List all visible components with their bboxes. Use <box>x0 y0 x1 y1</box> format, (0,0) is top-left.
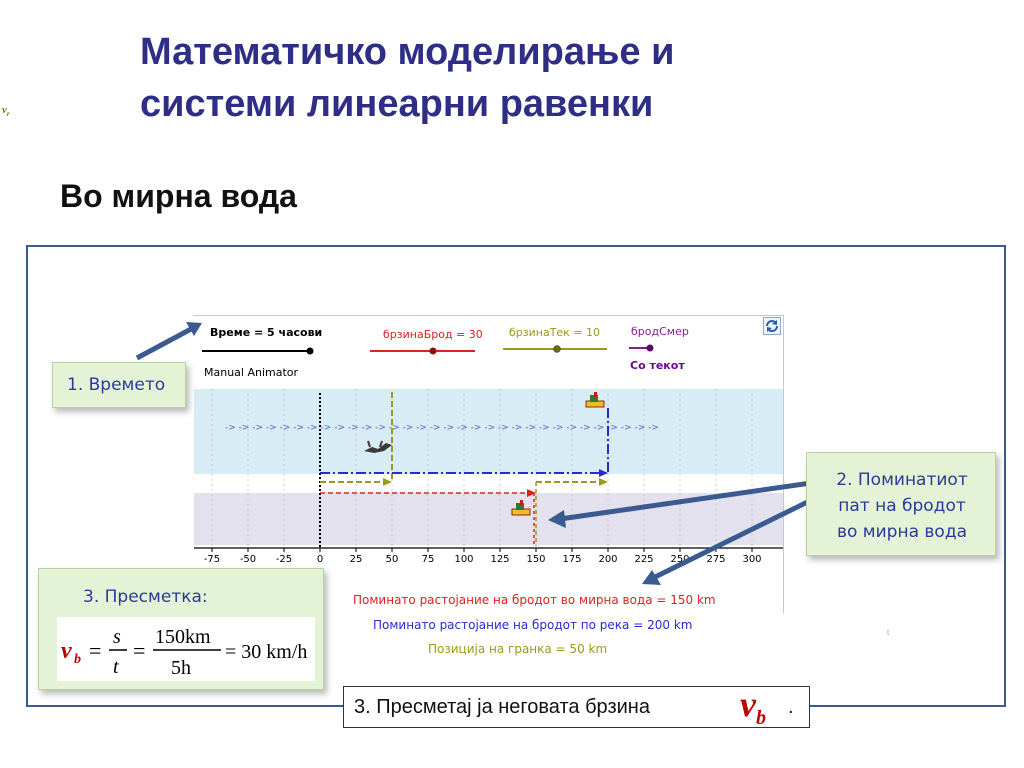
formula-result: = 30 km/h <box>225 641 307 663</box>
callout-path: 2. Поминатиот пат на бродот во мирна вод… <box>806 452 996 556</box>
axis-tick-label: 150 <box>526 554 545 565</box>
task-var-sub: b <box>755 707 766 730</box>
callout-time: 1. Времето <box>52 362 186 408</box>
still-water-distance: Поминато растојание на бродот во мирна в… <box>353 593 716 607</box>
formula-den-2: 5h <box>171 657 191 679</box>
axis-tick-label: 100 <box>454 554 473 565</box>
axis-tick-label: 0 <box>317 554 323 565</box>
formula-num-2: 150km <box>155 626 211 648</box>
direction-label: бродСмер <box>631 325 689 338</box>
boat-icon <box>511 500 531 516</box>
time-slider-mode: Manual Animator <box>204 366 299 379</box>
title-line-1: Математичко моделирање и <box>140 31 675 73</box>
formula: v b = s t = 150km 5h = 30 km/h <box>57 617 315 681</box>
boat-icon <box>585 392 605 408</box>
task-var-letter: v <box>740 684 756 724</box>
callout-path-line-1: 2. Поминатиот <box>836 470 968 490</box>
task-variable: vb <box>740 683 766 730</box>
time-slider-handle[interactable] <box>306 347 314 355</box>
callout-path-line-3: во мирна вода <box>836 522 967 542</box>
current-speed-slider-handle[interactable] <box>553 345 561 353</box>
axis-tick-label: -50 <box>240 554 256 565</box>
axis-ticks: -75 -50 -25 0 25 50 75 100 125 150 175 200 225 250 275… <box>204 548 762 565</box>
axis-tick-label: 300 <box>742 554 761 565</box>
formula-lhs: v <box>61 638 72 664</box>
callout-time-text: 1. Времето <box>67 375 166 395</box>
axis-tick-label: -25 <box>276 554 292 565</box>
arrow-head <box>599 469 608 477</box>
axis-tick-label: 50 <box>386 554 399 565</box>
stray-mark: t <box>887 628 890 637</box>
formula-eq-2: = <box>133 638 145 663</box>
boat-speed-label: брзинаБрод = 30 <box>383 328 483 341</box>
axis-tick-label: 200 <box>598 554 617 565</box>
motion-paths <box>320 392 609 546</box>
axis-tick-label: 75 <box>422 554 435 565</box>
refresh-icon[interactable] <box>763 317 781 335</box>
axis-tick-label: 125 <box>490 554 509 565</box>
axis-tick-label: 225 <box>634 554 653 565</box>
callout-path-line-2: пат на бродот <box>838 496 966 516</box>
branch-position: Позиција на гранка = 50 km <box>428 642 608 656</box>
boat-speed-slider-handle[interactable] <box>429 347 437 355</box>
formula-drawing: v b = s t = 150km 5h = 30 km/h <box>61 626 307 679</box>
river-distance: Поминато растојание на бродот по река = … <box>373 618 693 632</box>
arrow-head <box>599 478 608 486</box>
formula-lhs-sub: b <box>74 652 81 667</box>
task-label: 3. Пресметај ја неговата брзина <box>354 696 650 718</box>
formula-num-1: s <box>113 626 121 648</box>
river-band <box>194 389 783 474</box>
current-flow-arrows: -> -> -> -> -> -> -> -> -> -> -> -> -> -… <box>225 423 659 433</box>
direction-slider-handle[interactable] <box>646 344 654 352</box>
corner-var-letter: v <box>2 104 7 116</box>
corner-var-sub: r <box>6 110 10 119</box>
axis-tick-label: 250 <box>670 554 689 565</box>
callout-calculation: 3. Пресметка: v b = s t = 150km 5h = 30 … <box>38 568 324 690</box>
axis-tick-label: 25 <box>350 554 363 565</box>
direction-value: Со текот <box>630 359 685 372</box>
slide-title: Математичко моделирање и системи линеарн… <box>140 26 900 130</box>
current-speed-label: брзинаТек = 10 <box>509 326 601 339</box>
formula-den-1: t <box>113 656 119 678</box>
axis-tick-label: 275 <box>706 554 725 565</box>
task-box: 3. Пресметај ја неговата брзина vb . <box>343 683 810 730</box>
arrow-head <box>383 478 392 486</box>
arrow-head <box>527 489 536 497</box>
branch-icon <box>364 440 392 453</box>
time-slider-label: Време = 5 часови <box>210 326 323 339</box>
corner-variable: vr <box>2 104 10 118</box>
axis-tick-label: -75 <box>204 554 220 565</box>
callout-calc-title: 3. Пресметка: <box>83 587 208 607</box>
slide-subtitle: Во мирна вода <box>60 178 297 214</box>
callout-path-text: 2. Поминатиот пат на бродот во мирна вод… <box>807 467 997 545</box>
title-line-2: системи линеарни равенки <box>140 83 654 125</box>
formula-eq-1: = <box>89 638 101 663</box>
task-end: . <box>788 696 794 718</box>
axis-tick-label: 175 <box>562 554 581 565</box>
